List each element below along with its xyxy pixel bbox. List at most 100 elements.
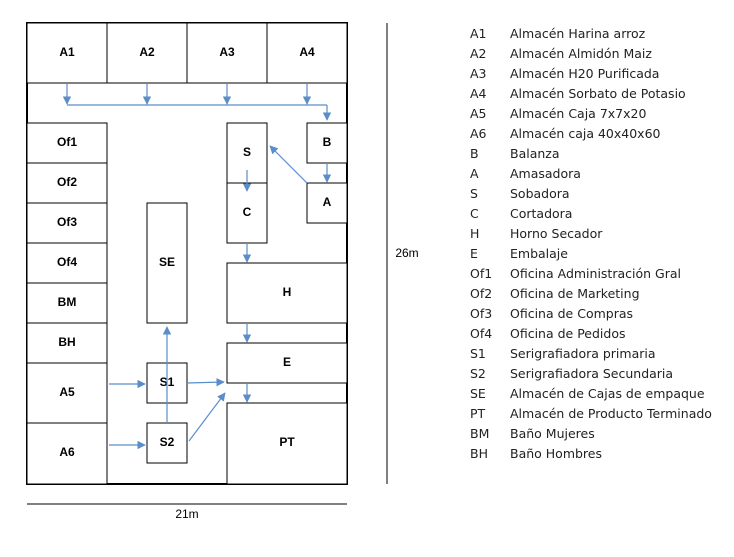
room-bm: BM xyxy=(26,282,108,324)
legend-code: Of3 xyxy=(470,306,493,321)
legend-code: A xyxy=(470,166,479,181)
room-a-label: A xyxy=(323,195,332,209)
legend-description: Balanza xyxy=(510,146,560,161)
room-of1-label: Of1 xyxy=(57,135,77,149)
room-a1-label: A1 xyxy=(59,45,75,59)
legend-code: A4 xyxy=(470,86,487,101)
room-h-horno: H xyxy=(226,262,348,324)
legend-code: A5 xyxy=(470,106,487,121)
legend-code: SE xyxy=(470,386,486,401)
height-dimension-label: 26m xyxy=(395,246,418,260)
room-a4-label: A4 xyxy=(299,45,315,59)
room-a-amasadora: A xyxy=(306,182,348,224)
room-a5-label: A5 xyxy=(59,385,75,399)
legend-item: A4 Almacén Sorbato de Potasio xyxy=(470,84,712,104)
legend-item: C Cortadora xyxy=(470,204,712,224)
legend-code: C xyxy=(470,206,479,221)
legend-code: S xyxy=(470,186,478,201)
room-a5: A5 xyxy=(26,362,108,424)
flow-arrow-amasadora-to-sobadora xyxy=(269,145,308,184)
legend-description: Sobadora xyxy=(510,186,570,201)
legend-description: Cortadora xyxy=(510,206,573,221)
legend-description: Almacén caja 40x40x60 xyxy=(510,126,661,141)
legend-description: Oficina de Pedidos xyxy=(510,326,626,341)
width-dimension-label: 21m xyxy=(175,507,198,521)
legend-description: Almacén Almidón Maiz xyxy=(510,46,652,61)
room-bh: BH xyxy=(26,322,108,364)
room-b-label: B xyxy=(323,135,332,149)
legend-item: SE Almacén de Cajas de empaque xyxy=(470,384,712,404)
legend-item: BM Baño Mujeres xyxy=(470,424,712,444)
flow-arrow-s1-to-embalaje xyxy=(186,378,225,387)
room-of1: Of1 xyxy=(26,122,108,164)
legend-description: Baño Mujeres xyxy=(510,426,595,441)
legend-description: Oficina de Marketing xyxy=(510,286,640,301)
room-a4: A4 xyxy=(266,22,348,84)
legend-code: A6 xyxy=(470,126,487,141)
room-of4-label: Of4 xyxy=(57,255,77,269)
legend-item: S1 Serigrafiadora primaria xyxy=(470,344,712,364)
legend-item: PT Almacén de Producto Terminado xyxy=(470,404,712,424)
room-a3-label: A3 xyxy=(219,45,235,59)
legend-code: E xyxy=(470,246,478,261)
room-of3: Of3 xyxy=(26,202,108,244)
legend-description: Almacén de Producto Terminado xyxy=(510,406,712,421)
legend-description: Serigrafiadora primaria xyxy=(510,346,656,361)
legend-code: PT xyxy=(470,406,486,421)
room-e-embalaje: E xyxy=(226,342,348,384)
legend-description: Horno Secador xyxy=(510,226,603,241)
legend-item: Of1 Oficina Administración Gral xyxy=(470,264,712,284)
room-a1: A1 xyxy=(26,22,108,84)
room-c-cortadora: C xyxy=(226,182,268,244)
legend-description: Almacén Caja 7x7x20 xyxy=(510,106,647,121)
legend-item: E Embalaje xyxy=(470,244,712,264)
legend-description: Almacén H20 Purificada xyxy=(510,66,660,81)
legend-code: A1 xyxy=(470,26,487,41)
legend-description: Almacén Sorbato de Potasio xyxy=(510,86,686,101)
legend-description: Almacén Harina arroz xyxy=(510,26,646,41)
room-s-label: S xyxy=(243,145,251,159)
room-s2-label: S2 xyxy=(160,435,175,449)
room-of3-label: Of3 xyxy=(57,215,77,229)
room-bm-label: BM xyxy=(58,295,77,309)
room-a2: A2 xyxy=(106,22,188,84)
legend-code: BM xyxy=(470,426,490,441)
room-a6-label: A6 xyxy=(59,445,75,459)
legend-description: Embalaje xyxy=(510,246,568,261)
legend-item: Of4 Oficina de Pedidos xyxy=(470,324,712,344)
room-h-label: H xyxy=(283,285,292,299)
flow-arrow-s2-to-embalaje xyxy=(188,392,226,442)
room-bh-label: BH xyxy=(58,335,75,349)
room-se-label: SE xyxy=(159,255,175,269)
legend-code: Of4 xyxy=(470,326,493,341)
room-se: SE xyxy=(146,202,188,324)
room-of2: Of2 xyxy=(26,162,108,204)
legend-code: BH xyxy=(470,446,488,461)
room-c-label: C xyxy=(243,205,252,219)
legend-item: B Balanza xyxy=(470,144,712,164)
legend-description: Oficina Administración Gral xyxy=(510,266,681,281)
room-a3: A3 xyxy=(186,22,268,84)
flow-arrows xyxy=(62,83,332,450)
room-of2-label: Of2 xyxy=(57,175,77,189)
room-b-balanza: B xyxy=(306,122,348,164)
room-a6: A6 xyxy=(26,422,108,485)
room-pt-label: PT xyxy=(279,435,295,449)
legend-description: Almacén de Cajas de empaque xyxy=(510,386,705,401)
legend-code: S1 xyxy=(470,346,486,361)
legend-code: Of1 xyxy=(470,266,493,281)
room-a2-label: A2 xyxy=(139,45,155,59)
legend-item: A5 Almacén Caja 7x7x20 xyxy=(470,104,712,124)
legend-code: S2 xyxy=(470,366,486,381)
legend-code: B xyxy=(470,146,479,161)
